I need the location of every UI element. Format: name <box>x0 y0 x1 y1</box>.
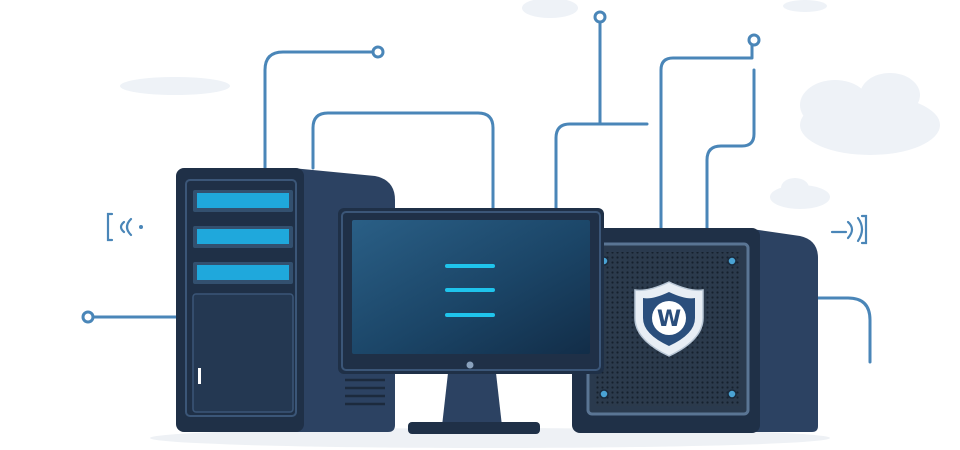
wireless-signal-right-icon <box>830 214 868 245</box>
shield-icon: W <box>634 281 704 357</box>
tower-lower-panel <box>192 293 294 413</box>
circuit-lines <box>86 15 872 364</box>
monitor-bezel-edge <box>341 211 601 371</box>
circuit-line <box>659 38 754 230</box>
monitor-neck <box>442 373 502 426</box>
circuit-node <box>81 310 95 324</box>
screen-bar <box>445 264 495 268</box>
circuit-nodes <box>81 10 761 324</box>
cloud <box>770 178 830 209</box>
circuit-node <box>747 33 761 47</box>
drive-bay <box>193 190 293 212</box>
tower-indicator-light <box>198 368 201 384</box>
circuit-line <box>311 111 495 212</box>
appliance-side-panel <box>745 228 818 432</box>
monitor-screen <box>352 220 590 354</box>
circuit-node <box>593 10 607 24</box>
power-icon <box>466 361 474 369</box>
cloud <box>522 0 578 18</box>
tower-front-inset <box>185 179 297 417</box>
drive-bays <box>193 190 293 284</box>
wireless-signal-left-icon <box>106 212 143 242</box>
screen-bar <box>445 288 495 292</box>
circuit-line <box>816 296 872 364</box>
screen-menu-bars <box>445 264 495 317</box>
circuit-node <box>371 45 385 59</box>
monitor <box>338 208 604 434</box>
tower-side-vents <box>345 378 385 406</box>
shield-letter: W <box>657 307 681 332</box>
background-clouds <box>120 0 940 209</box>
cloud <box>783 0 827 12</box>
cloud <box>800 73 940 155</box>
monitor-base <box>408 422 540 434</box>
drive-bay <box>193 262 293 284</box>
security-appliance: W <box>572 228 818 433</box>
circuit-line <box>705 68 756 230</box>
cloud <box>120 77 230 95</box>
drive-bay <box>193 226 293 248</box>
screen-bar <box>445 313 495 317</box>
circuit-line <box>263 50 380 170</box>
circuit-line <box>554 15 602 212</box>
